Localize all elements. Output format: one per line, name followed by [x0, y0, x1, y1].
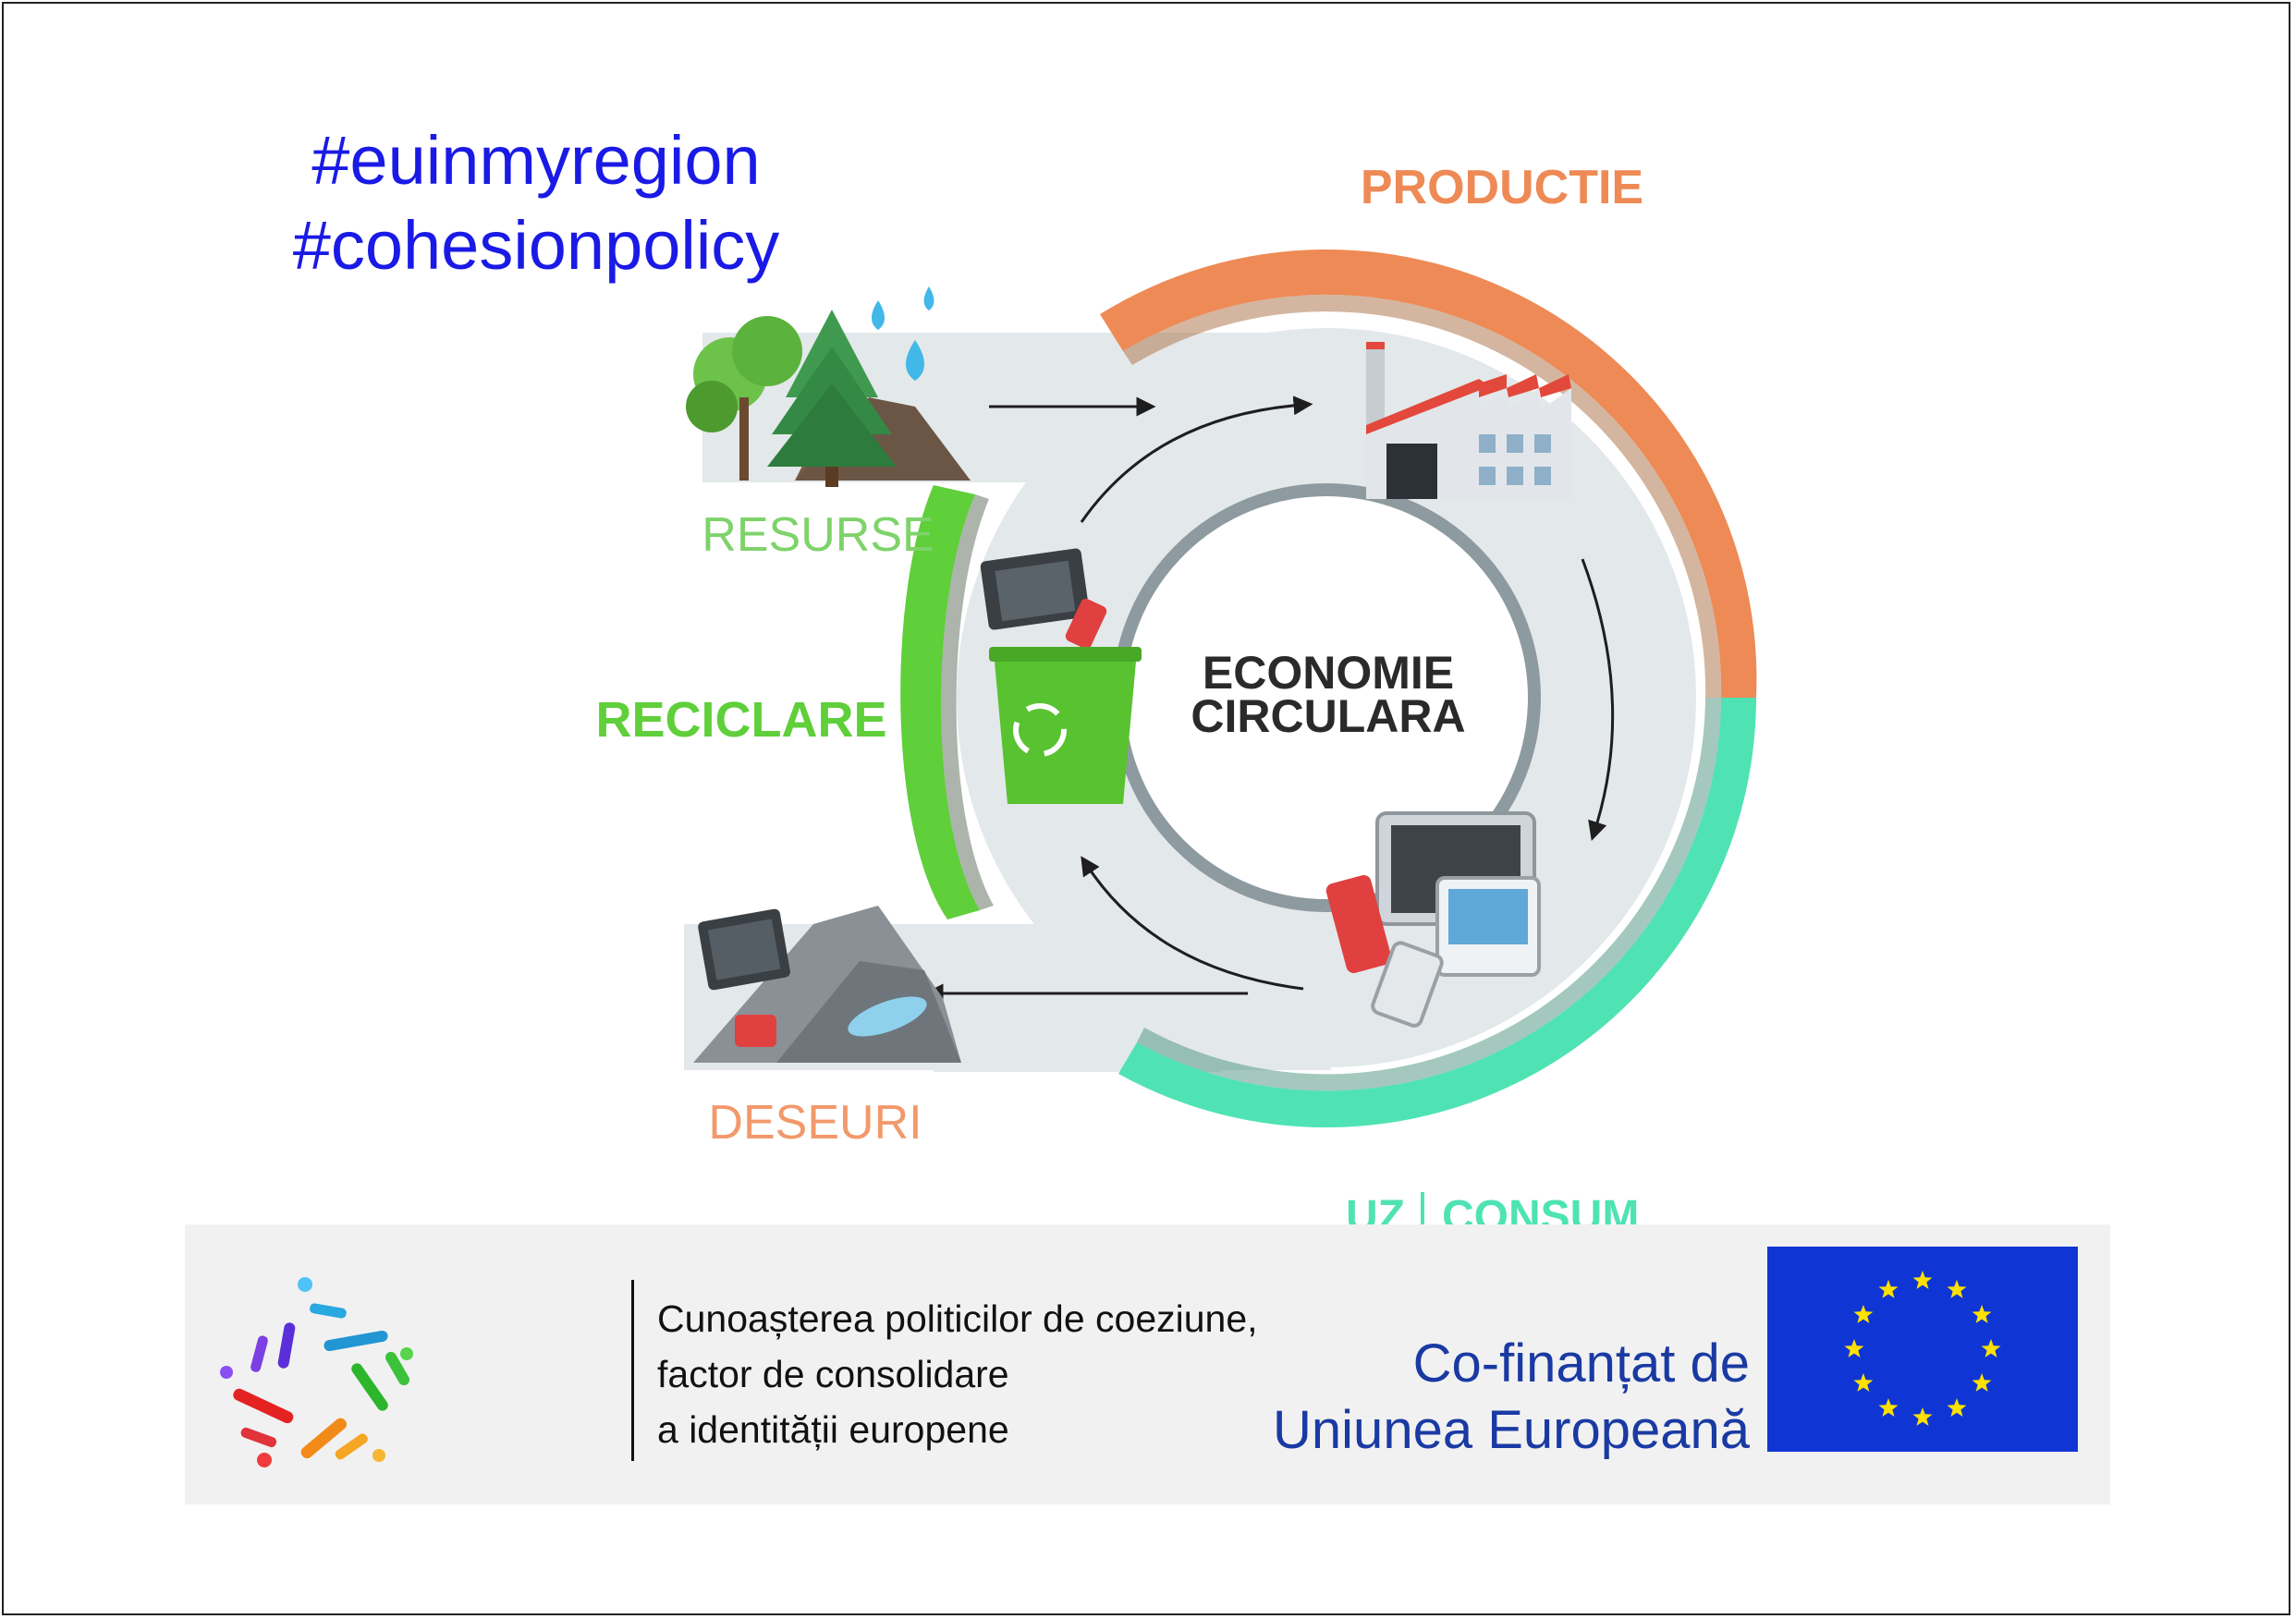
arrow-cycle-top — [1080, 396, 1313, 523]
eu-star — [1878, 1398, 1899, 1417]
label-resurse: RESURSE — [702, 508, 934, 562]
footer-project-text: Cunoașterea politicilor de coeziune, fac… — [657, 1291, 1258, 1457]
label-reciclare: RECICLARE — [595, 692, 886, 748]
label-deseuri: DESEURI — [708, 1096, 922, 1150]
eu-star — [1981, 1339, 2001, 1357]
footer-divider — [631, 1280, 634, 1461]
reciclare-arc — [900, 485, 980, 919]
eu-flag-icon — [1767, 1247, 2078, 1452]
eu-star — [1853, 1305, 1874, 1323]
center-title-line2: CIRCULARA — [1191, 690, 1465, 742]
cofinanced-line2: Uniunea Europeană — [1273, 1400, 1750, 1460]
eu-star — [1912, 1271, 1933, 1289]
eu-star — [1947, 1398, 1967, 1417]
hashtag-euinmyregion[interactable]: #euinmyregion — [311, 122, 761, 199]
footer-banner: Cunoașterea politicilor de coeziune, fac… — [185, 1224, 2110, 1504]
footer-text-line1: Cunoașterea politicilor de coeziune, — [657, 1297, 1258, 1340]
cohesion-logo-icon — [220, 1277, 413, 1467]
waste-pile-icon — [693, 906, 961, 1063]
trees-icon — [686, 310, 971, 487]
eu-star — [1878, 1279, 1899, 1298]
eu-star — [1912, 1407, 1933, 1426]
reciclare-arc-shadow — [941, 494, 994, 910]
hashtags: #euinmyregion #cohesionpolicy — [277, 118, 795, 288]
label-productie: PRODUCTIE — [1361, 161, 1643, 214]
eu-star — [1972, 1373, 1992, 1392]
footer-text-line3: a identității europene — [657, 1408, 1009, 1451]
eu-star — [1844, 1339, 1864, 1357]
eu-stars-icon — [1844, 1271, 2001, 1426]
arrow-cycle-bottom — [1081, 856, 1304, 991]
center-title-line1: ECONOMIE — [1203, 647, 1454, 699]
factory-icon — [1366, 342, 1571, 499]
recycling-bin-icon — [980, 548, 1142, 804]
productie-arc-shadow — [1123, 294, 1722, 698]
hashtag-cohesionpolicy[interactable]: #cohesionpolicy — [292, 207, 780, 284]
water-drops-icon — [872, 286, 934, 381]
devices-icon — [1325, 811, 1541, 1028]
eu-star — [1972, 1305, 1992, 1323]
cofinanced-text: Co-finanțat de Uniunea Europeană — [1273, 1331, 1750, 1464]
consum-arc-shadow — [1137, 698, 1721, 1091]
recycle-symbol — [1013, 703, 1067, 757]
productie-arc — [1100, 249, 1757, 698]
eu-star — [1947, 1279, 1967, 1298]
arrow-cycle-right — [1581, 558, 1615, 841]
footer-text-line2: factor de consolidare — [657, 1353, 1009, 1395]
consum-arc — [1118, 698, 1757, 1128]
eu-star — [1853, 1373, 1874, 1392]
cofinanced-line1: Co-finanțat de — [1412, 1333, 1750, 1394]
uz-consum-separator — [1421, 1192, 1424, 1244]
